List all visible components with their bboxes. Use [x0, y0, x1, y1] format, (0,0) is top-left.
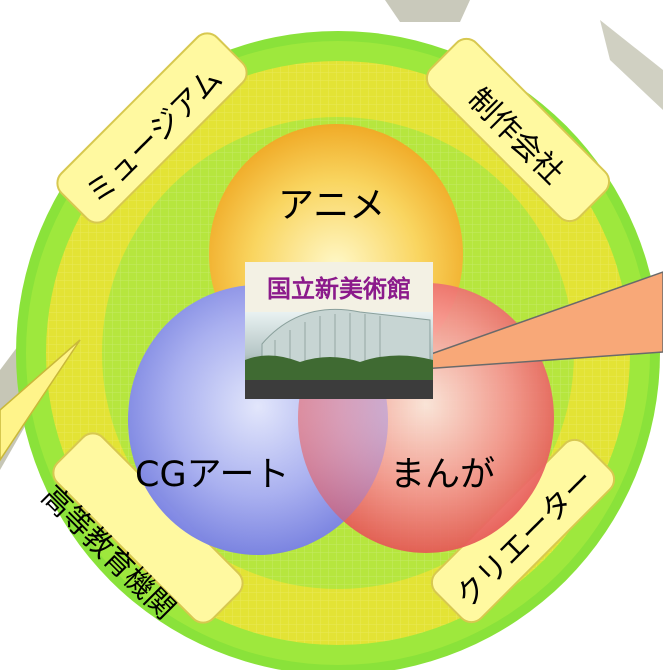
background-stripe-right	[600, 20, 663, 110]
manga-label: まんが	[390, 455, 496, 495]
museum-photo	[245, 262, 433, 399]
production-company-box	[425, 37, 611, 223]
museum-box	[56, 32, 248, 224]
cg-art-label: CGアート	[135, 455, 290, 495]
callout-arrow-right	[379, 271, 663, 373]
anime-label: アニメ	[278, 185, 386, 226]
museum-title: 国立新美術館	[267, 274, 411, 303]
background-pillar-top	[385, 0, 470, 22]
callout-arrow-left	[0, 339, 81, 462]
